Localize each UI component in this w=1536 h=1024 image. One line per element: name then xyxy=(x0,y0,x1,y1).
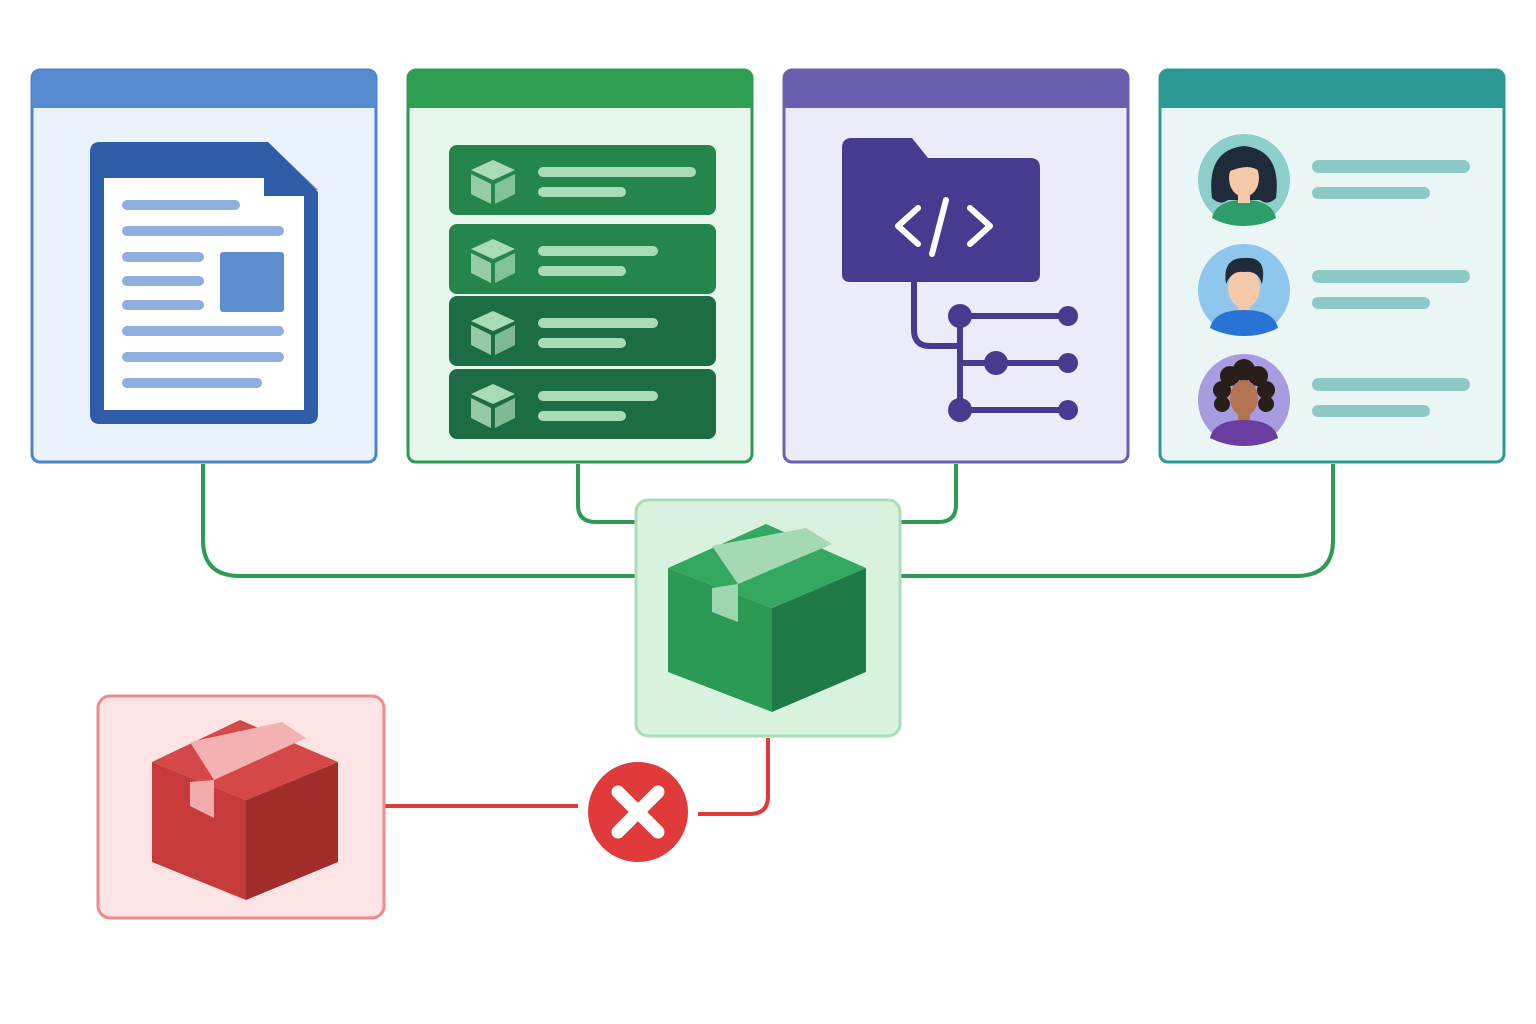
cube-icon xyxy=(471,160,515,204)
panel-people xyxy=(1158,68,1506,464)
x-circle-icon xyxy=(588,762,688,862)
woman-curly-avatar-icon xyxy=(1198,354,1290,446)
connector-hub-error xyxy=(698,738,770,816)
cube-icon xyxy=(471,311,515,355)
document-icon xyxy=(90,142,318,424)
branch-tree-icon xyxy=(911,279,1078,422)
list-item xyxy=(449,296,716,366)
connectors xyxy=(201,464,1335,816)
cube-icon xyxy=(471,239,515,283)
connector-documents-hub xyxy=(201,464,636,578)
cube-icon xyxy=(471,384,515,428)
hub-package-node xyxy=(634,498,902,738)
connector-packages-hub xyxy=(576,464,636,524)
connector-people-hub xyxy=(900,464,1335,578)
package-box-icon xyxy=(668,524,866,712)
list-item xyxy=(449,369,716,439)
man-avatar-icon xyxy=(1198,244,1290,336)
connector-code-hub xyxy=(900,464,958,524)
code-folder-icon xyxy=(842,138,1040,282)
panel-code xyxy=(782,68,1130,464)
blocked-package-node xyxy=(96,694,386,920)
list-item xyxy=(449,145,716,215)
woman-avatar-icon xyxy=(1198,134,1290,226)
panel-documents xyxy=(30,68,378,464)
package-box-icon xyxy=(152,720,338,900)
list-item xyxy=(449,224,716,294)
panel-packages xyxy=(406,68,754,464)
